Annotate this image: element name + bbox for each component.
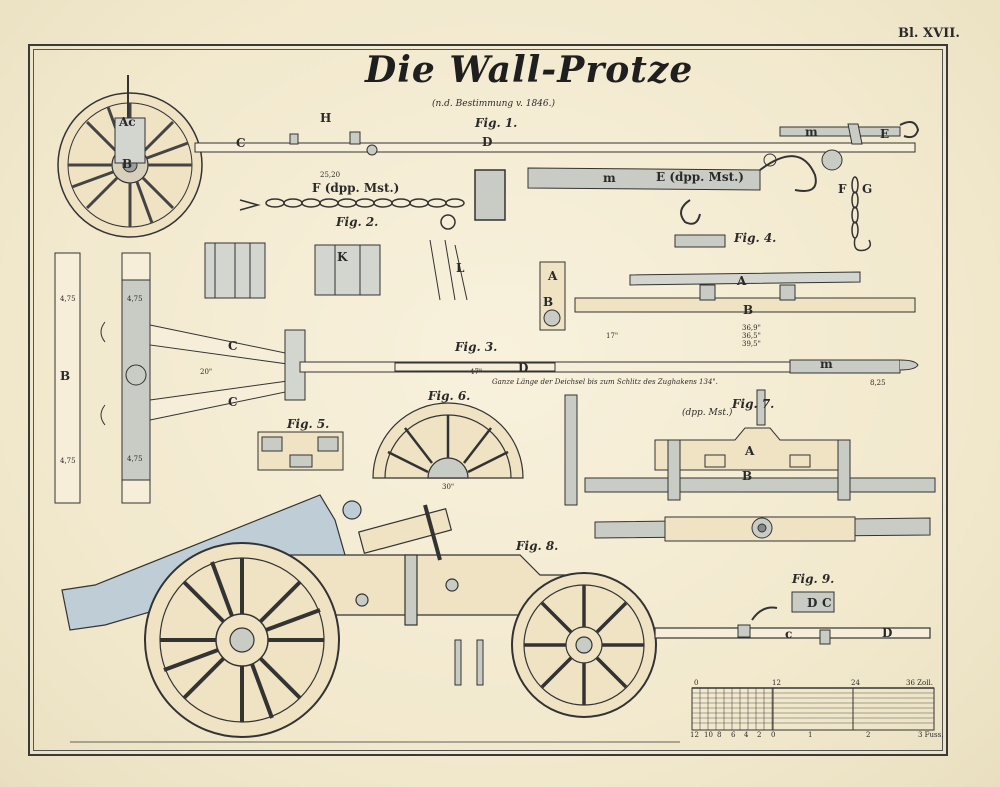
plate-border-inner [33,49,943,751]
dim-label-11: 25,20 [320,171,341,179]
dim-label-1: 4,75 [60,295,76,303]
fig5-part [257,431,344,471]
dim-label-4: 20" [200,368,213,376]
fig1-drawing [57,75,920,238]
part-A-fig4: A [737,274,747,288]
scale-bar [691,687,935,731]
part-m-fig1: m [805,125,818,139]
part-F-fig4: F [838,182,847,196]
part-D-fig1: D [482,135,493,149]
part-B-fig7: B [742,469,753,483]
part-E-fig4: E (dpp. Mst.) [656,170,744,184]
fig9-drawing [737,591,835,645]
scale-bottom-tick-5: 2 [757,731,762,739]
dim-label-2: 4,75 [127,295,143,303]
dim-label-3: 4,75 [60,457,76,465]
fig1-label: Fig. 1. [475,116,518,130]
fig8-label: Fig. 8. [516,539,559,553]
fig9-label: Fig. 9. [792,572,835,586]
fig2-parts [204,239,468,301]
fig1-wheel [57,75,203,238]
fig7-label: Fig. 7. [732,397,775,411]
fig8-small-parts [454,639,484,686]
part-c-fig9: c [785,627,793,641]
scale-bottom-tick-4: 4 [744,731,749,739]
fig6-label: Fig. 6. [428,389,471,403]
scale-bottom-tick-8: 2 [866,731,871,739]
dim-label-5: 47" [470,368,483,376]
part-D-fig3: D [518,361,529,375]
scale-bottom-tick-0: 12 [690,731,699,739]
dim-label-6: 36,9" [742,324,761,332]
part-B-small: B [543,295,554,309]
scale-bottom-tick-9: 3 Fuss. [918,731,944,739]
plate-title: Die Wall-Protze [365,49,694,91]
fig2-chain [239,169,506,230]
fig5-label: Fig. 5. [287,417,330,431]
scale-top-tick-3: 36 Zoll. [906,679,933,687]
fig6-wheel-segment [372,402,524,479]
part-D-fig9-box: D [807,596,818,610]
part-B-fig3: B [60,369,71,383]
part-C-fig3-upper: C [228,339,238,353]
part-C-fig9-box: C [822,596,832,610]
dim-label-8: 39,5" [742,340,761,348]
part-A-fig7: A [745,444,755,458]
part-m-fig4: m [603,171,616,185]
part-H-fig1: H [320,111,332,125]
scale-bottom-tick-2: 8 [717,731,722,739]
dim-label-7: 36,5" [742,332,761,340]
part-m-fig3: m [820,357,833,371]
fig4-label: Fig. 4. [734,231,777,245]
part-E-fig1: E [880,127,890,141]
part-B-fig4: B [743,303,754,317]
fig4-hook [527,149,916,331]
part-K: K [337,250,348,264]
fig7-note: (dpp. Mst.) [682,408,733,418]
scale-bottom-tick-3: 6 [731,731,736,739]
part-G-fig4: G [862,182,873,196]
fig3-label: Fig. 3. [455,340,498,354]
fig8-gun-carriage [61,494,931,738]
dim-label-12: 8,25 [870,379,886,387]
shaft-length-note: Ganze Länge der Deichsel bis zum Schlitz… [492,378,718,386]
part-C-fig3-lower: C [228,395,238,409]
part-D-fig9: D [882,626,893,640]
scale-bottom-tick-1: 10 [704,731,713,739]
dim-label-9: 17" [606,332,619,340]
fig7-drawing [564,389,936,542]
part-A-small: A [548,269,558,283]
scale-top-tick-1: 12 [772,679,781,687]
plate-number: Bl. XVII. [898,26,960,41]
dim-label-13: 4,75 [127,455,143,463]
dim-label-10: 30" [442,483,455,491]
scale-bottom-tick-7: 1 [808,731,813,739]
part-Ac-fig1: Ac [119,115,136,129]
part-L: L [456,261,465,275]
scale-bottom-tick-6: 0 [771,731,776,739]
plate-border-outer [28,44,948,756]
part-F-chain: F (dpp. Mst.) [312,181,400,195]
scale-top-tick-2: 24 [851,679,860,687]
fig2-label: Fig. 2. [336,215,379,229]
part-B-fig1: B [122,157,133,171]
fig3-plan [54,252,919,504]
part-C-fig1: C [236,136,246,150]
plate-subtitle: (n.d. Bestimmung v. 1846.) [432,99,556,109]
scale-top-tick-0: 0 [694,679,699,687]
